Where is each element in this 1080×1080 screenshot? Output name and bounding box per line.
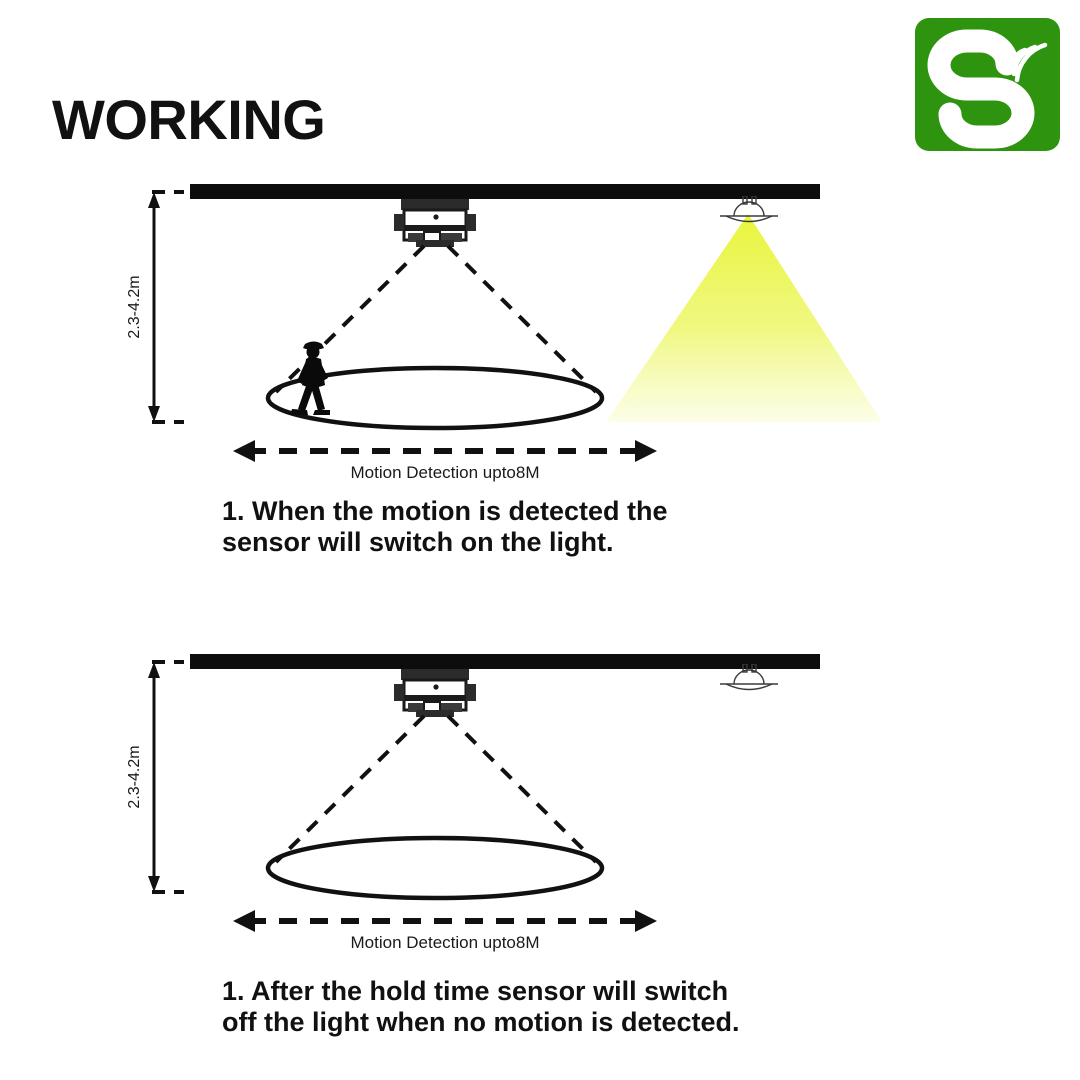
walking-person xyxy=(290,341,330,415)
logo-signal-waves-icon xyxy=(1008,42,1048,83)
cone-edge-right xyxy=(446,714,598,864)
ceiling-motion-sensor xyxy=(394,199,476,247)
width-dimension xyxy=(233,910,657,932)
width-arrow-left xyxy=(233,440,255,462)
ceiling-lamp-lit xyxy=(714,195,784,226)
height-arrow-up xyxy=(148,192,160,208)
height-dimension: 2.3-4.2m xyxy=(126,190,184,424)
detection-cone xyxy=(274,244,598,394)
detection-area-ellipse xyxy=(265,835,605,901)
caption-no-motion: 1. After the hold time sensor will switc… xyxy=(222,976,740,1037)
width-arrow-right xyxy=(635,440,657,462)
diagram-motion-detected: 2.3-4.2m xyxy=(0,170,1080,590)
cone-edge-right xyxy=(446,244,598,394)
detection-cone xyxy=(274,714,598,864)
ceiling-slab xyxy=(190,654,820,669)
diagram-motion-detected-svg: 2.3-4.2m xyxy=(126,184,882,462)
diagram-no-motion: 2.3-4.2m Motion Detection u xyxy=(0,640,1080,1060)
height-arrow-up xyxy=(148,662,160,678)
caption-motion-detected: 1. When the motion is detected the senso… xyxy=(222,496,668,557)
cone-edge-left xyxy=(274,244,426,394)
height-dimension: 2.3-4.2m xyxy=(126,660,184,894)
width-dimension-label: Motion Detection upto8M xyxy=(350,463,540,482)
diagram-no-motion-svg: 2.3-4.2m xyxy=(126,654,820,932)
ceiling-lamp-unlit xyxy=(714,663,784,694)
brand-logo-svg xyxy=(915,18,1060,151)
detection-area-ellipse xyxy=(265,365,605,431)
height-dimension-label: 2.3-4.2m xyxy=(126,275,143,338)
height-dimension-label: 2.3-4.2m xyxy=(126,745,143,808)
lamp-light-beam xyxy=(606,214,882,422)
logo-s-glyph xyxy=(927,29,1035,149)
height-arrow-down xyxy=(148,876,160,892)
ceiling-slab xyxy=(190,184,820,199)
height-arrow-down xyxy=(148,406,160,422)
ceiling-motion-sensor xyxy=(394,669,476,717)
width-dimension xyxy=(233,440,657,462)
page-title: WORKING xyxy=(52,88,326,151)
cone-edge-left xyxy=(274,714,426,864)
width-dimension-label: Motion Detection upto8M xyxy=(350,933,540,952)
width-arrow-right xyxy=(635,910,657,932)
brand-logo xyxy=(915,18,1060,151)
width-arrow-left xyxy=(233,910,255,932)
